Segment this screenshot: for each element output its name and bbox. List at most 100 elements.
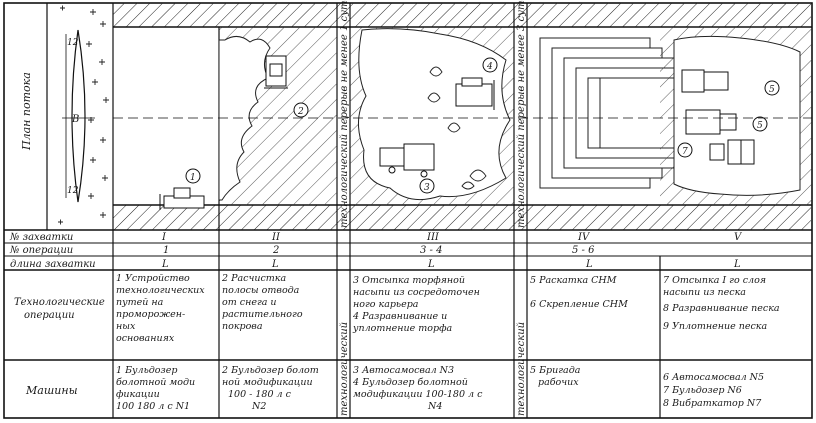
svg-text:6 Скрепление СНМ: 6 Скрепление СНМ [530, 299, 628, 310]
marker-7: 7 [677, 142, 693, 158]
col2-grip: II [271, 232, 281, 243]
swamp-symbols [58, 5, 109, 225]
svg-text:1: 1 [190, 173, 196, 183]
svg-text:9 Уплотнение песка: 9 Уплотнение песка [663, 321, 767, 332]
svg-text:3 Автосамосвал N3: 3 Автосамосвал N3 [353, 365, 454, 376]
machine-dump-truck-5b [685, 109, 737, 135]
edge-mark-top: 12 [67, 38, 79, 48]
plan-area: 12 12 B План потока технологический пере… [3, 0, 813, 419]
svg-text:7 Отсыпка I го слоя: 7 Отсыпка I го слоя [663, 275, 766, 286]
operations-table: технологический технологический № захват… [4, 230, 812, 418]
col3-len: L [427, 259, 435, 270]
svg-text:5: 5 [769, 85, 775, 95]
svg-text:5: 5 [757, 121, 763, 131]
svg-text:уплотнение торфа: уплотнение торфа [352, 323, 453, 334]
svg-text:модификации 100-180 л с: модификации 100-180 л с [353, 389, 483, 400]
svg-text:2 Бульдозер болот: 2 Бульдозер болот [221, 365, 319, 376]
svg-text:5 Раскатка СНМ: 5 Раскатка СНМ [530, 275, 617, 286]
svg-text:1 Устройство: 1 Устройство [116, 273, 190, 284]
machine-vibrocompactor-7 [709, 139, 755, 165]
col5-ops: 7 Отсыпка I го слоя насыпи из песка 8 Ра… [663, 275, 780, 332]
col5-len: L [733, 259, 741, 270]
col1-op: 1 [163, 245, 169, 256]
marker-2: 2 [293, 102, 309, 118]
machine-bulldozer-1 [159, 187, 205, 210]
row-label-tech-ops-1: Технологические [14, 297, 105, 308]
edge-mark-bottom: 12 [67, 186, 79, 196]
svg-text:100 - 180 л с: 100 - 180 л с [228, 389, 292, 400]
svg-text:3 Отсыпка торфяной: 3 Отсыпка торфяной [353, 275, 465, 286]
svg-text:1 Бульдозер: 1 Бульдозер [116, 365, 177, 376]
gap-1-label: технологический перерыв не менее 1 суток [339, 0, 350, 228]
col1-len: L [161, 259, 169, 270]
svg-text:покрова: покрова [222, 321, 263, 332]
col3-machines: 3 Автосамосвал N3 4 Бульдозер болотной м… [352, 365, 483, 412]
svg-text:100 180 л с N1: 100 180 л с N1 [116, 401, 190, 412]
row-label-grip-no: № захватки [9, 232, 73, 243]
svg-text:растительного: растительного [222, 309, 303, 320]
machine-dump-truck-3 [379, 143, 435, 178]
row-label-op-no: № операции [9, 245, 73, 256]
svg-text:болотной моди: болотной моди [116, 377, 195, 388]
marker-1: 1 [185, 168, 201, 184]
machine-bulldozer-2 [264, 55, 288, 89]
svg-text:ной модификации: ной модификации [222, 377, 313, 388]
svg-text:рабочих: рабочих [538, 377, 579, 388]
svg-text:фикации: фикации [116, 389, 160, 400]
svg-text:4: 4 [486, 62, 493, 72]
svg-text:насыпи из сосредоточен: насыпи из сосредоточен [353, 287, 480, 298]
width-mark: B [71, 114, 79, 125]
svg-text:N4: N4 [427, 401, 442, 412]
row-label-tech-ops-2: операции [24, 310, 75, 321]
marker-5a: 5 [764, 80, 780, 96]
col1-machines: 1 Бульдозер болотной моди фикации 100 18… [116, 365, 195, 412]
col4-op: 5 - 6 [572, 245, 595, 256]
col3-grip: III [426, 232, 440, 243]
bottom-edge-hatch [113, 205, 811, 230]
marker-3: 3 [419, 178, 435, 194]
gap-2-label: технологический перерыв не менее 3 суток [516, 0, 527, 228]
row-label-grip-len: длина захватки [10, 259, 96, 270]
marker-5b: 5 [752, 116, 768, 132]
col1-ops: 1 Устройство технологических путей на пр… [116, 273, 205, 344]
marker-4: 4 [482, 57, 498, 73]
svg-text:проморожен-: проморожен- [116, 309, 185, 320]
col4-grip: IV [577, 232, 591, 243]
row-label-machines: Машины [25, 384, 78, 397]
svg-text:полосы отвода: полосы отвода [222, 285, 300, 296]
col2-op: 2 [272, 245, 279, 256]
svg-text:насыпи из песка: насыпи из песка [663, 287, 746, 298]
svg-text:7 Бульдозер N6: 7 Бульдозер N6 [663, 385, 742, 396]
svg-text:4 Бульдозер болотной: 4 Бульдозер болотной [352, 377, 468, 388]
svg-text:2 Расчистка: 2 Расчистка [221, 273, 286, 284]
svg-text:N2: N2 [251, 401, 266, 412]
col1-grip: I [161, 232, 167, 243]
svg-text:технологических: технологических [116, 285, 205, 296]
top-edge-hatch [113, 3, 811, 27]
road-section-sketch [71, 29, 86, 203]
svg-text:2: 2 [297, 107, 304, 117]
zone-3-peat [358, 28, 511, 201]
svg-text:ных: ных [116, 321, 136, 332]
col2-len: L [271, 259, 279, 270]
col5-machines: 6 Автосамосвал N5 7 Бульдозер N6 8 Вибра… [663, 372, 764, 409]
svg-text:5 Бригада: 5 Бригада [530, 365, 581, 376]
zone-4-mats [539, 37, 699, 189]
col3-ops: 3 Отсыпка торфяной насыпи из сосредоточе… [352, 275, 480, 334]
svg-text:путей на: путей на [116, 297, 164, 308]
plan-title: План потока [20, 72, 33, 151]
machine-dump-truck-5a [681, 69, 729, 93]
gap-2-table-label: технологический [516, 322, 527, 416]
zone-2-snow [218, 36, 271, 201]
svg-text:4 Разравнивание и: 4 Разравнивание и [352, 311, 447, 322]
col2-machines: 2 Бульдозер болот ной модификации 100 - … [221, 365, 319, 412]
svg-text:основаниях: основаниях [116, 333, 175, 344]
col2-ops: 2 Расчистка полосы отвода от снега и рас… [221, 273, 303, 332]
svg-text:8 Вибраткатор N7: 8 Вибраткатор N7 [663, 398, 762, 409]
gap-1-table-label: технологический [339, 322, 350, 416]
svg-text:от снега и: от снега и [222, 297, 277, 308]
col4-ops: 5 Раскатка СНМ 6 Скрепление СНМ [530, 275, 628, 310]
machine-bulldozer-4 [455, 77, 495, 110]
svg-text:3: 3 [424, 183, 430, 193]
svg-text:6 Автосамосвал N5: 6 Автосамосвал N5 [663, 372, 764, 383]
